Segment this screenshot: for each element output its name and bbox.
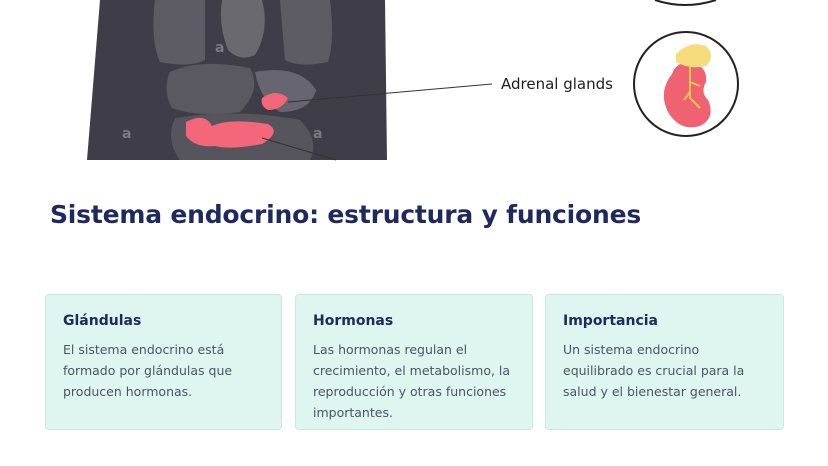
card-title: Hormonas [313, 313, 394, 329]
lung-right [280, 0, 333, 65]
card-importancia: Importancia Un sistema endocrino equilib… [545, 294, 784, 430]
card-text: El sistema endocrino está formado por gl… [63, 342, 233, 399]
card-text: Las hormonas regulan el crecimiento, el … [313, 342, 511, 420]
card-title: Importancia [563, 313, 658, 329]
card-title: Glándulas [63, 313, 142, 329]
watermark-2: a [313, 126, 322, 142]
pancreas-highlight [186, 117, 274, 148]
card-text: Un sistema endocrino equilibrado es cruc… [563, 342, 745, 399]
pancreas-callout-line [261, 137, 337, 161]
liver-shape [166, 63, 255, 115]
adrenal-gland-shape [676, 44, 711, 68]
watermark-3: a [215, 40, 224, 56]
adrenal-callout-line [287, 83, 493, 103]
top-circle-edge [654, 0, 717, 6]
page-title: Sistema endocrino: estructura y funcione… [50, 200, 642, 229]
lung-left [153, 0, 205, 65]
card-glandulas: Glándulas El sistema endocrino está form… [45, 294, 282, 430]
adrenal-gland-highlight [261, 93, 288, 110]
anatomy-illustration: a a a Adrenal glands [0, 0, 828, 175]
heart-shape [220, 0, 265, 58]
card-hormonas: Hormonas Las hormonas regulan el crecimi… [295, 294, 533, 430]
kidney-vessels [683, 66, 701, 109]
adrenal-glands-label: Adrenal glands [501, 75, 613, 93]
watermark-1: a [122, 126, 131, 142]
anatomy-figure: a a a [87, 0, 739, 161]
